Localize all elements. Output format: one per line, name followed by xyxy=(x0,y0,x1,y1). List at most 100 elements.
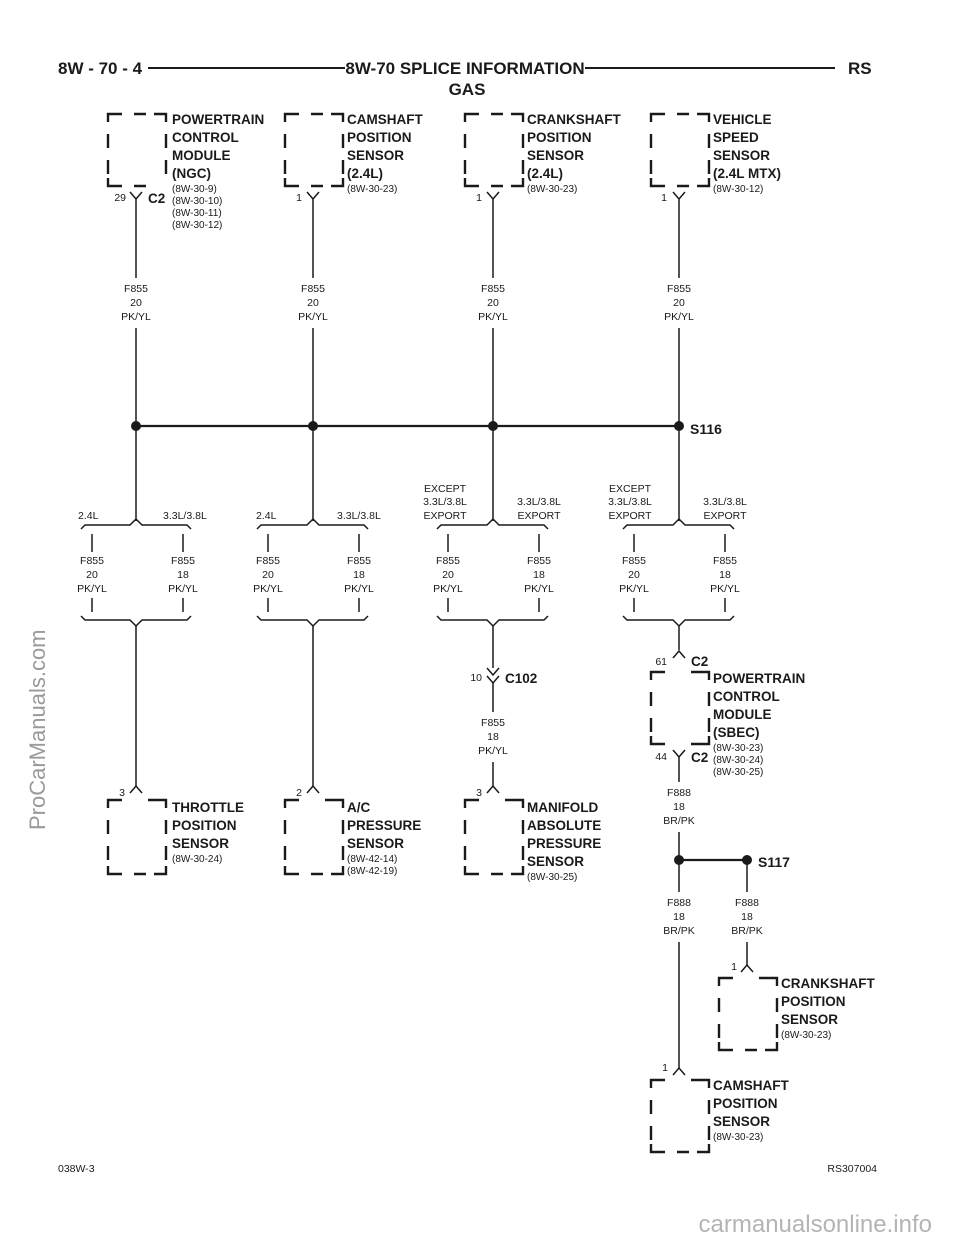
map-ref: (8W-30-25) xyxy=(527,872,577,883)
svg-text:PK/YL: PK/YL xyxy=(253,583,283,595)
pcm-ngc-label-4: (NGC) xyxy=(172,166,211,181)
wire-label-f888-a: F888 18 BR/PK xyxy=(663,787,695,827)
pcm-ngc-label-2: CONTROL xyxy=(172,130,239,145)
tps-label-3: SENSOR xyxy=(172,836,229,851)
cmp-bottom-terminal xyxy=(672,1066,686,1076)
pcm-sbec-terminal-bottom xyxy=(672,749,686,759)
section-subtitle: GAS xyxy=(449,80,486,99)
ckp-bottom-terminal xyxy=(740,963,754,973)
map-label-2: ABSOLUTE xyxy=(527,818,601,833)
ckp-top-label-1: CRANKSHAFT xyxy=(527,112,621,127)
c102-pin: 10 xyxy=(470,672,482,684)
pcm-sbec-outline xyxy=(649,670,711,746)
pcm-ngc-connector: C2 xyxy=(148,191,165,206)
splice-s116: S116 xyxy=(131,421,722,437)
ckp-bottom-label-3: SENSOR xyxy=(781,1012,838,1027)
pcm-sbec-pin-top: 61 xyxy=(655,656,667,668)
vss-label-1: VEHICLE xyxy=(713,112,772,127)
s116-label: S116 xyxy=(690,421,722,437)
svg-text:3.3L/3.8L: 3.3L/3.8L xyxy=(517,496,561,508)
vss-label-3: SENSOR xyxy=(713,148,770,163)
ckp-top-outline xyxy=(463,112,525,188)
svg-text:18: 18 xyxy=(353,569,365,581)
component-vss: VEHICLE SPEED SENSOR (2.4L MTX) (8W-30-1… xyxy=(649,112,781,204)
svg-text:PK/YL: PK/YL xyxy=(524,583,554,595)
pcm-ngc-pin: 29 xyxy=(114,192,126,204)
ckp-top-pin: 1 xyxy=(476,192,482,204)
ac-label-3: SENSOR xyxy=(347,836,404,851)
page-id: 8W - 70 - 4 xyxy=(58,59,143,78)
ac-pin: 2 xyxy=(296,787,302,799)
wire-label-pcm-ngc: F855 20 PK/YL xyxy=(121,283,151,323)
svg-text:F855: F855 xyxy=(301,283,325,295)
svg-text:F855: F855 xyxy=(171,555,195,567)
svg-text:18: 18 xyxy=(533,569,545,581)
svg-text:BR/PK: BR/PK xyxy=(731,925,763,937)
svg-text:20: 20 xyxy=(262,569,274,581)
svg-text:20: 20 xyxy=(307,297,319,309)
map-terminal xyxy=(486,784,500,794)
component-pcm-sbec: 61 C2 POWERTRAIN CONTROL MODULE (SBEC) (… xyxy=(649,649,805,860)
svg-text:PK/YL: PK/YL xyxy=(168,583,198,595)
svg-text:18: 18 xyxy=(719,569,731,581)
splice-s117: S117 F888 18 BR/PK F888 18 BR/PK xyxy=(663,854,790,1068)
cmp-top-label-4: (2.4L) xyxy=(347,166,383,181)
pcm-sbec-label-3: MODULE xyxy=(713,707,772,722)
branch-label-export-d: 3.3L/3.8L EXPORT xyxy=(703,496,747,522)
svg-text:PK/YL: PK/YL xyxy=(344,583,374,595)
svg-text:PK/YL: PK/YL xyxy=(478,311,508,323)
cmp-bottom-ref: (8W-30-23) xyxy=(713,1132,763,1143)
pcm-sbec-label-1: POWERTRAIN xyxy=(713,671,805,686)
pcm-ngc-ref-4: (8W-30-12) xyxy=(172,220,222,231)
vss-ref: (8W-30-12) xyxy=(713,184,763,195)
ckp-bottom-label-2: POSITION xyxy=(781,994,846,1009)
vss-outline xyxy=(649,112,711,188)
wire-label-b2: F855 18 PK/YL xyxy=(344,555,374,595)
ac-label-2: PRESSURE xyxy=(347,818,421,833)
svg-text:F855: F855 xyxy=(527,555,551,567)
svg-text:EXPORT: EXPORT xyxy=(424,510,468,522)
cmp-bottom-pin: 1 xyxy=(662,1062,668,1074)
pcm-sbec-pin-bottom: 44 xyxy=(655,751,667,763)
pcm-ngc-outline xyxy=(106,112,168,188)
wire-label-b1: F855 20 PK/YL xyxy=(253,555,283,595)
component-pcm-ngc: POWERTRAIN CONTROL MODULE (NGC) (8W-30-9… xyxy=(106,112,264,231)
tps-label-1: THROTTLE xyxy=(172,800,244,815)
svg-text:18: 18 xyxy=(673,911,685,923)
component-tps: 3 THROTTLE POSITION SENSOR (8W-30-24) xyxy=(106,784,244,876)
ckp-top-terminal xyxy=(486,191,500,201)
vss-terminal xyxy=(672,191,686,201)
svg-text:18: 18 xyxy=(741,911,753,923)
svg-text:20: 20 xyxy=(86,569,98,581)
wire-label-c2: F855 18 PK/YL xyxy=(524,555,554,595)
model-code: RS xyxy=(848,59,872,78)
svg-text:PK/YL: PK/YL xyxy=(433,583,463,595)
pcm-ngc-ref-3: (8W-30-11) xyxy=(172,208,222,219)
connector-c102: 10 C102 F855 18 PK/YL xyxy=(470,667,537,786)
svg-text:F855: F855 xyxy=(667,283,691,295)
pcm-ngc-label-1: POWERTRAIN xyxy=(172,112,264,127)
svg-text:PK/YL: PK/YL xyxy=(710,583,740,595)
svg-text:PK/YL: PK/YL xyxy=(478,745,508,757)
component-cmp-2-4l: CAMSHAFT POSITION SENSOR (2.4L) (8W-30-2… xyxy=(283,112,423,204)
ckp-top-ref: (8W-30-23) xyxy=(527,184,577,195)
wire-label-d2: F855 18 PK/YL xyxy=(710,555,740,595)
cmp-top-terminal xyxy=(306,191,320,201)
ckp-bottom-pin: 1 xyxy=(731,961,737,973)
svg-text:EXCEPT: EXCEPT xyxy=(424,483,467,495)
map-label-1: MANIFOLD xyxy=(527,800,598,815)
component-cmp-bottom: 1 CAMSHAFT POSITION SENSOR (8W-30-23) xyxy=(649,1062,789,1154)
svg-text:3.3L/3.8L: 3.3L/3.8L xyxy=(703,496,747,508)
wire-label-d1: F855 20 PK/YL xyxy=(619,555,649,595)
svg-text:18: 18 xyxy=(673,801,685,813)
svg-text:F855: F855 xyxy=(124,283,148,295)
svg-text:20: 20 xyxy=(673,297,685,309)
watermark-side: ProCarManuals.com xyxy=(25,629,50,830)
map-label-3: PRESSURE xyxy=(527,836,601,851)
svg-text:20: 20 xyxy=(442,569,454,581)
branch-label-2-4l-b: 2.4L xyxy=(256,510,277,522)
map-pin: 3 xyxy=(476,787,482,799)
section-title: 8W-70 SPLICE INFORMATION xyxy=(345,59,584,78)
pcm-ngc-label-3: MODULE xyxy=(172,148,231,163)
cmp-top-outline xyxy=(283,112,345,188)
